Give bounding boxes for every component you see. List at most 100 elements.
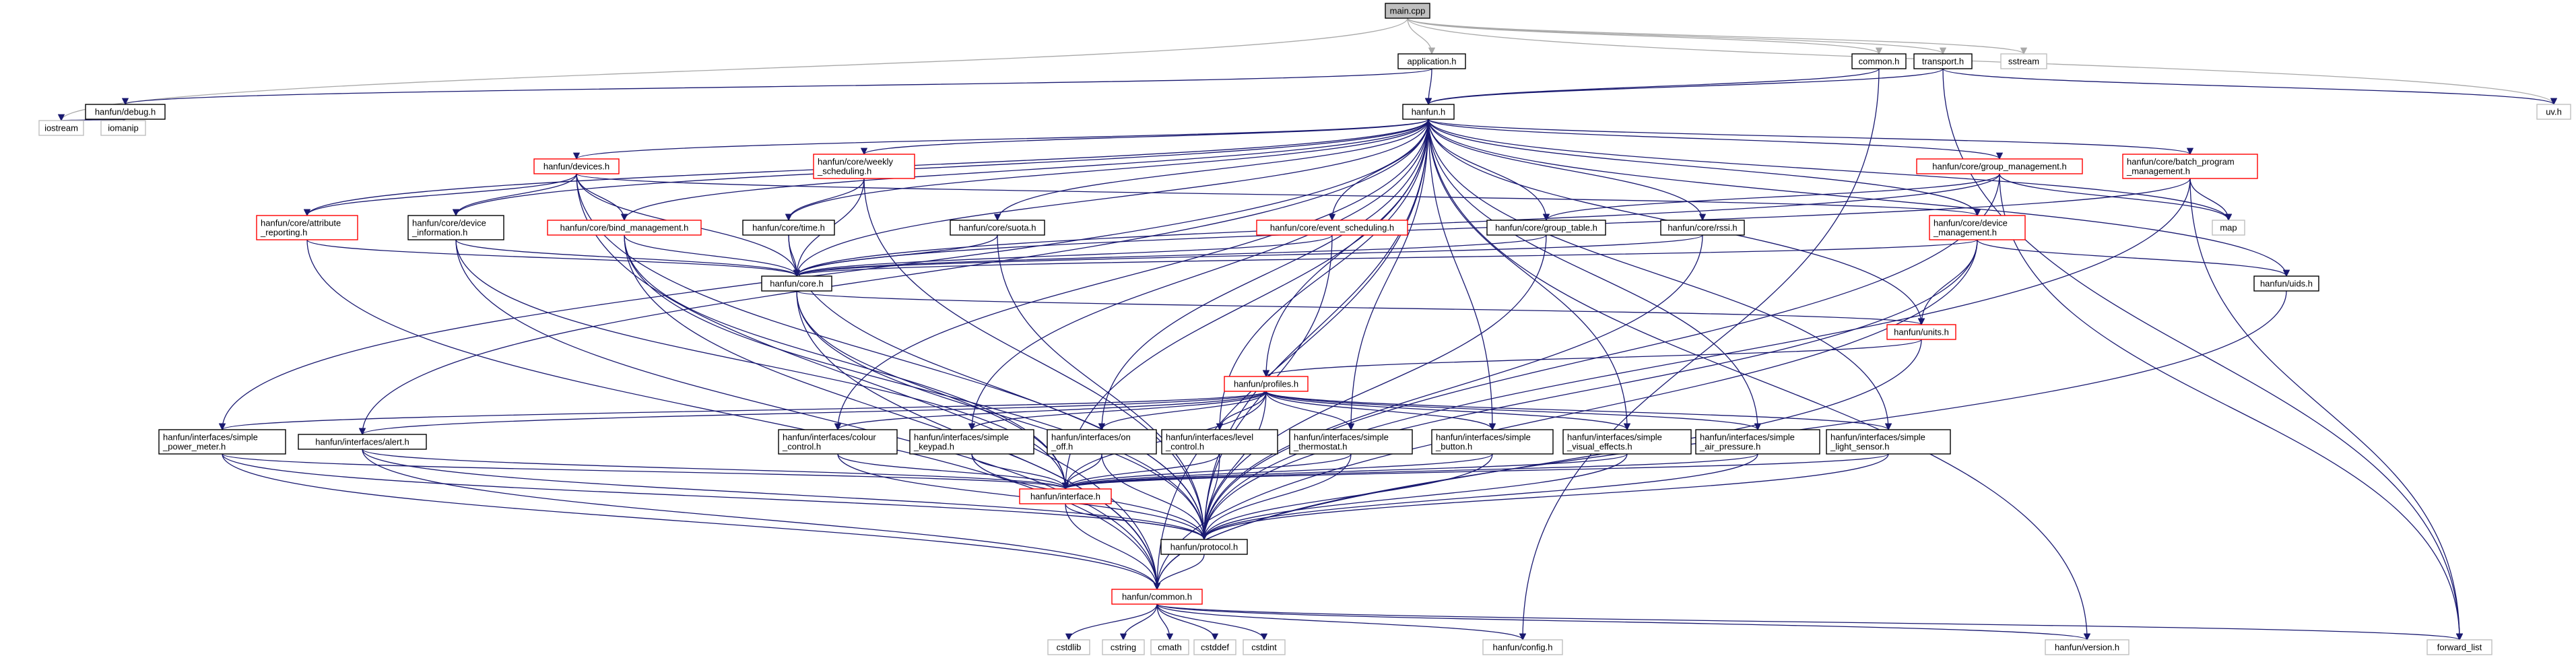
edge-weekly_sched-to-time_h <box>785 178 865 222</box>
node-common-h[interactable]: common.h <box>1851 53 1907 69</box>
header-nodes: main.cpp application.h common.h transport.h… <box>38 3 2571 655</box>
node-transport-h[interactable]: transport.h <box>1913 53 1973 69</box>
edge-simple_light-to-interface_h <box>1062 453 1889 490</box>
node-label: hanfun/interfaces/simple <box>1436 432 1531 442</box>
node-core-h[interactable]: hanfun/core.h <box>761 275 832 292</box>
edge-simple_button-to-protocol_h <box>1200 453 1493 541</box>
node-label: cstring <box>1111 643 1136 653</box>
node-hanfun-h[interactable]: hanfun.h <box>1402 104 1455 120</box>
edge-main_cpp-to-uv_h <box>1407 18 2557 106</box>
edge-application_h-to-hanfun_h <box>1424 68 1432 106</box>
node-main-cpp[interactable]: main.cpp <box>1385 3 1430 19</box>
node-hanfun-debug-h[interactable]: hanfun/debug.h <box>85 104 166 120</box>
edge-application_h-to-hanfun_debug_h <box>122 68 1432 106</box>
edge-device_mgmt-to-uids_h <box>1977 239 2290 277</box>
node-cstring: cstring <box>1102 639 1145 655</box>
edge-device_info-to-core_h <box>455 239 801 277</box>
node-device-info[interactable]: hanfun/core/device_information.h <box>407 215 504 240</box>
edge-attr_reporting-to-core_h <box>306 239 800 277</box>
node-uids-h[interactable]: hanfun/uids.h <box>2253 275 2319 292</box>
edge-simple_visual-to-interface_h <box>1062 453 1628 490</box>
edge-main_cpp-to-iostream <box>58 18 1408 122</box>
node-group-mgmt-h[interactable]: hanfun/core/group_management.h <box>1916 158 2083 174</box>
node-protocol-h[interactable]: hanfun/protocol.h <box>1160 539 1248 555</box>
edge-hanfun_h-to-simple_keypad <box>968 119 1429 431</box>
edge-devices_h-to-hf_common_h <box>576 173 1161 591</box>
node-label: _control.h <box>782 442 821 452</box>
edge-hanfun_h-to-core_h <box>793 119 1429 277</box>
edge-interface_h-to-protocol_h <box>1065 503 1208 541</box>
node-devices-h[interactable]: hanfun/devices.h <box>533 158 620 174</box>
node-device-mgmt[interactable]: hanfun/core/device_management.h <box>1929 215 2026 240</box>
node-on-off[interactable]: hanfun/interfaces/on_off.h <box>1047 429 1157 455</box>
edge-common_h-to-hanfun_h <box>1425 68 1880 106</box>
node-label: hanfun/core/attribute <box>261 218 341 228</box>
node-label: hanfun/core/weekly <box>818 157 894 167</box>
edge-device_mgmt-to-hf_common_h <box>1153 239 1978 591</box>
node-rssi-h[interactable]: hanfun/core/rssi.h <box>1660 220 1745 236</box>
node-cstddef: cstddef <box>1193 639 1236 655</box>
node-simple-power-meter[interactable]: hanfun/interfaces/simple_power_meter.h <box>158 429 286 455</box>
edge-hanfun_h-to-devices_h <box>573 119 1429 160</box>
edge-main_cpp-to-common_h <box>1407 18 1882 55</box>
node-alert-h[interactable]: hanfun/interfaces/alert.h <box>298 434 427 450</box>
node-label: hanfun/core/batch_program <box>2127 157 2235 167</box>
edge-hanfun_h-to-device_mgmt <box>1428 119 1981 217</box>
node-label: hanfun/common.h <box>1122 592 1192 602</box>
node-label: hanfun/profiles.h <box>1234 379 1298 389</box>
edge-main_cpp-to-application_h <box>1407 18 1436 55</box>
node-units-h[interactable]: hanfun/units.h <box>1886 324 1956 340</box>
node-simple-light[interactable]: hanfun/interfaces/simple_light_sensor.h <box>1826 429 1951 455</box>
edge-device_mgmt-to-protocol_h <box>1200 239 1978 541</box>
node-application-h[interactable]: application.h <box>1397 53 1466 69</box>
node-event-sched-h[interactable]: hanfun/core/event_scheduling.h <box>1256 220 1408 236</box>
node-label: hanfun/interfaces/simple <box>914 432 1009 442</box>
node-batch-prog[interactable]: hanfun/core/batch_program_management.h <box>2122 154 2258 179</box>
edge-simple_keypad-to-interface_h <box>971 453 1069 490</box>
edge-suota_h-to-core_h <box>793 234 998 277</box>
edge-hanfun_h-to-interface_h <box>1061 119 1429 490</box>
node-level-control[interactable]: hanfun/interfaces/level_control.h <box>1161 429 1278 455</box>
edge-protocol_h-to-hf_common_h <box>1153 554 1205 591</box>
edge-hanfun_h-to-weekly_sched <box>861 119 1429 156</box>
edge-hanfun_h-to-simple_air <box>1428 119 1762 431</box>
node-interface-h[interactable]: hanfun/interface.h <box>1019 488 1112 504</box>
edge-device_info-to-hf_common_h <box>455 239 1161 591</box>
node-sstream: sstream <box>2000 53 2047 69</box>
node-label: map <box>2220 223 2237 233</box>
node-group-table-h[interactable]: hanfun/core/group_table.h <box>1486 220 1606 236</box>
node-label: _light_sensor.h <box>1830 442 1889 452</box>
edge-batch_prog-to-forward_list <box>2189 178 2464 641</box>
node-profiles-h[interactable]: hanfun/profiles.h <box>1224 376 1309 392</box>
edge-profiles_h-to-simple_visual <box>1265 391 1631 431</box>
node-colour-control[interactable]: hanfun/interfaces/colour_control.h <box>778 429 898 455</box>
edge-simple_power_meter-to-hf_common_h <box>222 453 1161 591</box>
node-label: application.h <box>1408 57 1457 67</box>
edge-group_mgmt_h-to-group_table_h <box>1542 173 2000 222</box>
node-weekly-sched[interactable]: hanfun/core/weekly_scheduling.h <box>813 154 915 179</box>
node-simple-thermostat[interactable]: hanfun/interfaces/simple_thermostat.h <box>1289 429 1413 455</box>
edge-hf_common_h-to-forward_list <box>1156 603 2463 641</box>
node-hf-common-h[interactable]: hanfun/common.h <box>1111 589 1203 605</box>
edge-group_table_h-to-core_h <box>793 234 1547 277</box>
node-time-h[interactable]: hanfun/core/time.h <box>742 220 835 236</box>
edge-interface_h-to-hf_common_h <box>1065 503 1161 591</box>
node-label: iomanip <box>108 123 139 133</box>
node-label: _off.h <box>1051 442 1073 452</box>
edge-group_table_h-to-protocol_h <box>1200 234 1547 541</box>
node-bind-mgmt-h[interactable]: hanfun/core/bind_management.h <box>547 220 702 236</box>
node-label: cmath <box>1158 643 1181 653</box>
edge-colour_control-to-interface_h <box>837 453 1069 490</box>
node-simple-air[interactable]: hanfun/interfaces/simple_air_pressure.h <box>1695 429 1820 455</box>
node-label: hanfun/interfaces/alert.h <box>315 437 409 447</box>
node-simple-keypad[interactable]: hanfun/interfaces/simple_keypad.h <box>909 429 1034 455</box>
edge-on_off-to-protocol_h <box>1101 453 1208 541</box>
node-suota-h[interactable]: hanfun/core/suota.h <box>950 220 1045 236</box>
edge-hanfun_h-to-device_info <box>452 119 1429 217</box>
edge-main_cpp-to-transport_h <box>1407 18 1946 55</box>
edge-profiles_h-to-simple_power_meter <box>219 391 1267 431</box>
node-attr-reporting[interactable]: hanfun/core/attribute_reporting.h <box>256 215 358 240</box>
node-simple-button[interactable]: hanfun/interfaces/simple_button.h <box>1431 429 1554 455</box>
node-simple-visual[interactable]: hanfun/interfaces/simple_visual_effects.… <box>1562 429 1692 455</box>
edge-profiles_h-to-simple_keypad <box>968 391 1267 431</box>
